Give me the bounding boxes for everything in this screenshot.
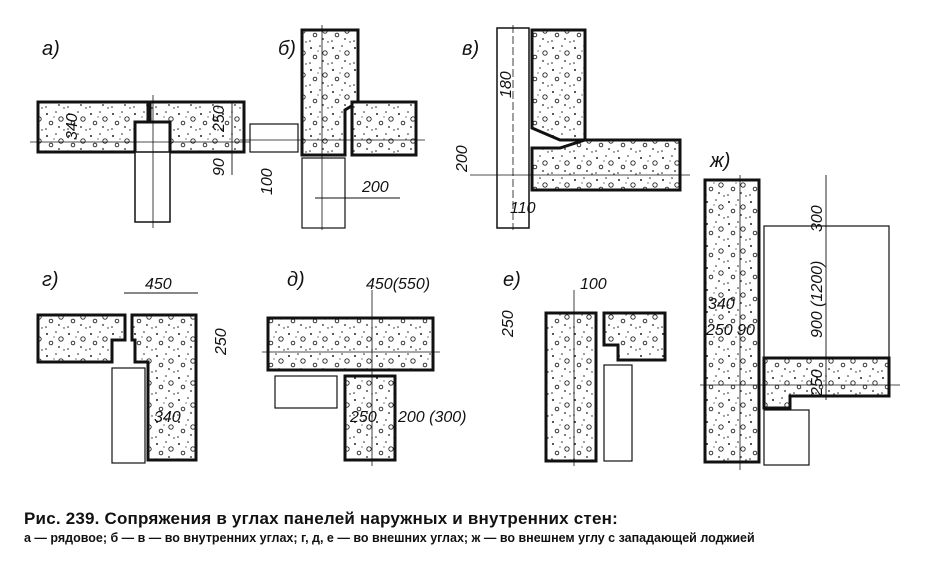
panel-joints-figure: а) 340 250 90 б) 100 200 в) 180 200 110 xyxy=(30,25,900,470)
inner-wall-b-left xyxy=(249,123,299,153)
label-g: г) xyxy=(42,269,59,291)
dim-zh-300: 300 xyxy=(809,205,826,232)
dim-b-200: 200 xyxy=(361,179,389,196)
detail-b: б) 100 200 xyxy=(240,25,425,230)
dim-d-450: 450(550) xyxy=(366,276,430,293)
panel-d-vertical xyxy=(343,374,397,462)
inner-wall-zh xyxy=(763,409,810,466)
panel-zh-outer xyxy=(703,178,761,464)
inner-wall-b-bottom xyxy=(301,157,346,229)
panel-d-horizontal xyxy=(266,316,435,372)
detail-e: е) 100 250 xyxy=(500,269,667,466)
dim-e-100: 100 xyxy=(580,276,607,293)
panel-e-vertical xyxy=(544,311,598,463)
detail-a: а) 340 250 90 xyxy=(30,38,255,228)
label-zh: ж) xyxy=(709,150,730,172)
dim-a-250: 250 xyxy=(211,105,228,133)
panel-zh-horizontal xyxy=(762,356,891,410)
panel-a-left xyxy=(36,100,150,154)
inner-wall-d xyxy=(274,375,338,409)
panel-v-horizontal xyxy=(530,138,682,192)
panel-v-vertical xyxy=(530,28,587,142)
detail-v: в) 180 200 110 xyxy=(454,25,690,230)
dim-v-110: 110 xyxy=(510,200,536,217)
dim-g-450: 450 xyxy=(145,276,172,293)
figure-caption-body: а — рядовое; б — в — во внутренних углах… xyxy=(24,531,755,545)
dim-g-340: 340 xyxy=(154,409,181,426)
dim-d-200: 200 (300) xyxy=(397,409,467,426)
dim-zh-250: 250 xyxy=(809,369,826,397)
dim-g-250: 250 xyxy=(213,328,230,356)
dim-v-200: 200 xyxy=(454,145,471,173)
panel-g-horizontal xyxy=(36,313,127,364)
dim-zh-900: 900 (1200) xyxy=(809,261,826,338)
label-a: а) xyxy=(42,38,60,60)
dim-b-100: 100 xyxy=(259,168,276,195)
figure-caption-title: Рис. 239. Сопряжения в углах панелей нар… xyxy=(24,509,618,528)
label-d: д) xyxy=(287,269,305,291)
dim-a-340: 340 xyxy=(64,113,81,140)
detail-zh: ж) 300 900 (1200) 340 250 90 250 xyxy=(700,150,900,470)
inner-wall-g xyxy=(111,367,146,464)
detail-d: д) 450(550) 250 200 (300) xyxy=(262,269,467,466)
panel-b-vertical xyxy=(300,28,360,157)
label-e: е) xyxy=(503,269,521,291)
inner-wall-a xyxy=(134,151,171,223)
loggia-wall-zh xyxy=(763,225,890,359)
dim-zh-340: 340 xyxy=(708,296,735,313)
dim-v-180: 180 xyxy=(498,71,515,98)
dim-a-90: 90 xyxy=(211,158,228,176)
panel-b-horizontal xyxy=(350,100,418,157)
label-v: в) xyxy=(462,38,479,60)
panel-a-right xyxy=(148,100,246,154)
panel-e-horizontal xyxy=(602,311,667,362)
inner-wall-e xyxy=(603,364,633,462)
panel-g-vertical xyxy=(130,313,198,462)
dim-zh-250-90: 250 90 xyxy=(705,322,755,339)
dim-e-250: 250 xyxy=(500,310,517,338)
dim-d-250: 250 xyxy=(349,409,377,426)
label-b: б) xyxy=(278,38,296,60)
detail-g: г) 450 250 340 xyxy=(36,269,230,464)
